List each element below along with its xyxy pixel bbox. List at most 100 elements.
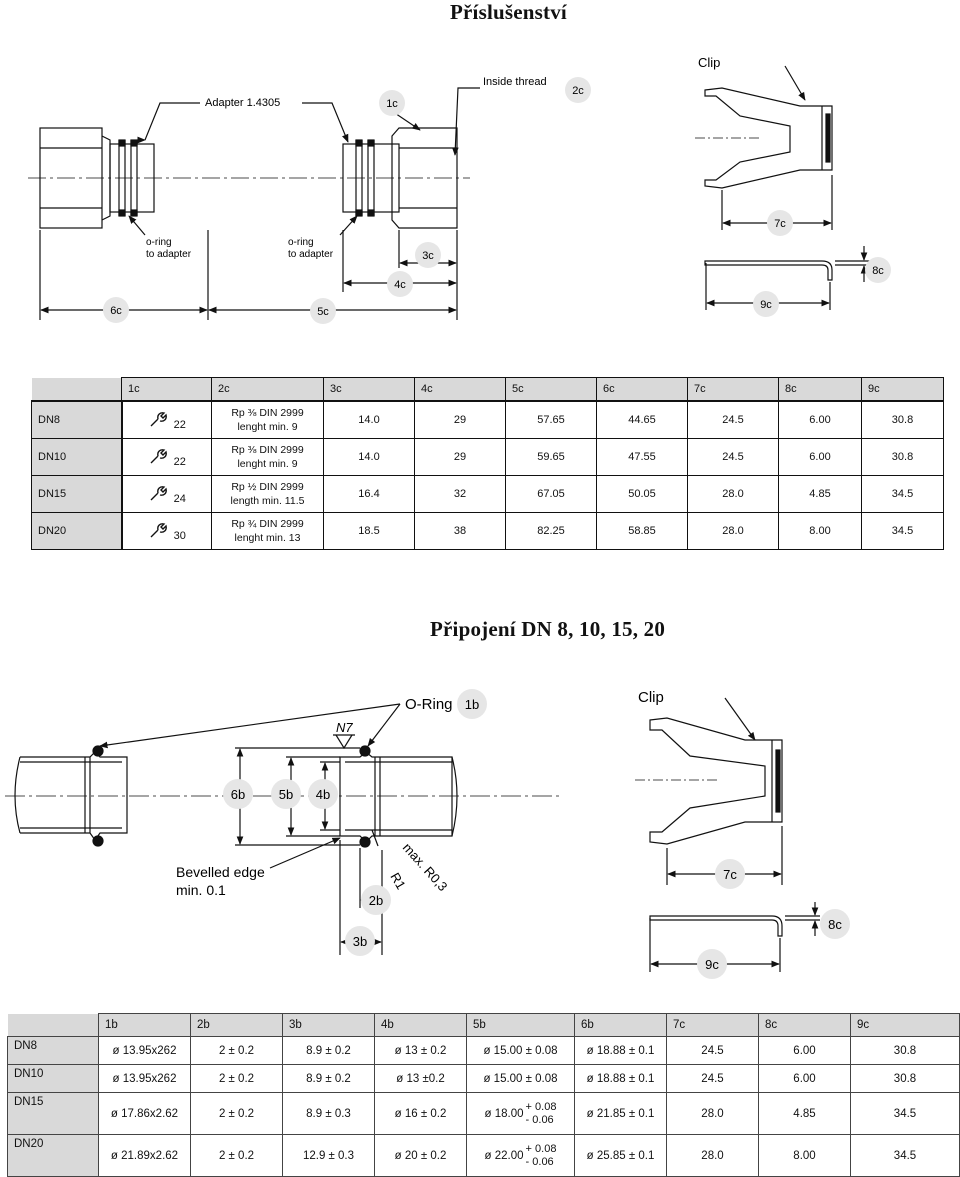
max-radius-label: max. R0,3 (400, 840, 451, 894)
cell-7c: 28.0 (687, 512, 779, 550)
header-4c: 4c (414, 377, 506, 402)
cell-5c: 82.25 (505, 512, 597, 550)
cell-3c: 14.0 (323, 400, 415, 439)
tag-8c-b: 8c (828, 917, 842, 932)
tag-9c-b: 9c (705, 957, 719, 972)
clip-label-2: Clip (638, 689, 664, 706)
accessories-table: 1c 2c 3c 4c 5c 6c 7c 8c 9c DN8 22 Rp ⅜ D… (31, 377, 944, 550)
accessories-title: Příslušenství (450, 0, 567, 24)
cell-8c: 6.00 (778, 400, 862, 439)
tolerance-lower: - 0.06 (525, 1155, 554, 1168)
cell-8c: 6.00 (778, 438, 862, 476)
cell-5b: ø 15.00 ± 0.08 (466, 1036, 575, 1065)
tag-2c: 2c (572, 85, 584, 97)
cell-3c: 16.4 (323, 475, 415, 513)
connection-drawing: O-Ring Clip N7 Bevelled edge min. 0.1 ma… (5, 689, 850, 979)
cell-7c: 28.0 (666, 1134, 759, 1177)
tag-1b: 1b (465, 697, 479, 712)
table-row: DN15 ø 17.86x2.62 2 ± 0.2 8.9 ± 0.3 ø 16… (7, 1092, 960, 1135)
row-label: DN20 (7, 1134, 99, 1177)
tag-1c: 1c (386, 98, 398, 110)
open-wrench-icon (148, 447, 174, 468)
oring-label: O-Ring (405, 696, 453, 713)
row-label: DN20 (31, 512, 123, 550)
n7-label: N7 (336, 720, 353, 735)
oring-right-label-2: to adapter (288, 249, 334, 260)
cell-8c: 6.00 (758, 1036, 851, 1065)
cell-1b: ø 21.89x2.62 (98, 1134, 191, 1177)
cell-7c: 24.5 (687, 400, 779, 439)
cell-9c: 30.8 (850, 1064, 960, 1093)
open-wrench-icon (148, 484, 174, 505)
cell-7c: 24.5 (666, 1064, 759, 1093)
header-6c: 6c (596, 377, 688, 402)
cell-9c: 34.5 (850, 1134, 960, 1177)
cell-3c: 18.5 (323, 512, 415, 550)
oring-left-label-1: o-ring (146, 237, 172, 248)
connection-title: Připojení DN 8, 10, 15, 20 (430, 617, 666, 641)
oring-right-label-1: o-ring (288, 237, 314, 248)
cell-6c: 44.65 (596, 400, 688, 439)
cell-8c: 8.00 (758, 1134, 851, 1177)
cell-3c: 14.0 (323, 438, 415, 476)
table-row: DN20 ø 21.89x2.62 2 ± 0.2 12.9 ± 0.3 ø 2… (7, 1134, 960, 1177)
tag-6b: 6b (231, 787, 245, 802)
open-wrench-icon (148, 521, 174, 542)
cell-1c: 30 (121, 512, 212, 550)
cell-1c: 22 (121, 438, 212, 476)
header-5b: 5b (466, 1013, 575, 1037)
tag-4b: 4b (316, 787, 330, 802)
tolerance-lower: - 0.06 (525, 1113, 554, 1126)
cell-9c: 30.8 (861, 400, 944, 439)
tag-7c: 7c (774, 218, 786, 230)
cell-6c: 47.55 (596, 438, 688, 476)
tag-8c: 8c (872, 265, 884, 277)
table-header-row: 1b 2b 3b 4b 5b 6b 7c 8c 9c (7, 1013, 960, 1037)
tag-3c: 3c (422, 250, 434, 262)
cell-4b: ø 13 ± 0.2 (374, 1036, 467, 1065)
tag-5c: 5c (317, 306, 329, 318)
row-label: DN10 (31, 438, 123, 476)
table-row: DN8 ø 13.95x262 2 ± 0.2 8.9 ± 0.2 ø 13 ±… (7, 1036, 960, 1065)
cell-2b: 2 ± 0.2 (190, 1092, 283, 1135)
cell-9c: 30.8 (861, 438, 944, 476)
header-4b: 4b (374, 1013, 467, 1037)
bevelled-edge-label-2: min. 0.1 (176, 882, 226, 898)
cell-3b: 8.9 ± 0.3 (282, 1092, 375, 1135)
cell-3b: 8.9 ± 0.2 (282, 1036, 375, 1065)
header-2c: 2c (211, 377, 324, 402)
cell-7c: 24.5 (687, 438, 779, 476)
cell-3b: 8.9 ± 0.2 (282, 1064, 375, 1093)
cell-4c: 29 (414, 438, 506, 476)
cell-1b: ø 13.95x262 (98, 1064, 191, 1093)
header-7c: 7c (666, 1013, 759, 1037)
cell-5c: 57.65 (505, 400, 597, 439)
tag-3b: 3b (353, 934, 367, 949)
cell-6c: 50.05 (596, 475, 688, 513)
adapter-drawing: Adapter 1.4305 Inside thread Clip o-ring… (28, 55, 891, 324)
row-label: DN10 (7, 1064, 99, 1093)
row-label: DN8 (31, 400, 123, 439)
oring-left-label-2: to adapter (146, 249, 192, 260)
open-wrench-icon (148, 410, 174, 431)
cell-7c: 28.0 (666, 1092, 759, 1135)
corner-cell (7, 1013, 99, 1037)
row-label: DN15 (7, 1092, 99, 1135)
cell-4c: 32 (414, 475, 506, 513)
cell-2b: 2 ± 0.2 (190, 1064, 283, 1093)
clip-label: Clip (698, 55, 720, 70)
corner-cell (31, 377, 122, 402)
cell-7c: 28.0 (687, 475, 779, 513)
bevelled-edge-label-1: Bevelled edge (176, 864, 265, 880)
cell-8c: 4.85 (778, 475, 862, 513)
tolerance-upper: + 0.08 (525, 1100, 557, 1113)
row-label: DN8 (7, 1036, 99, 1065)
cell-1b: ø 17.86x2.62 (98, 1092, 191, 1135)
tag-6c: 6c (110, 305, 122, 317)
table-header-row: 1c 2c 3c 4c 5c 6c 7c 8c 9c (31, 377, 944, 402)
cell-1c: 24 (121, 475, 212, 513)
cell-5b: ø 18.00+ 0.08- 0.06 (466, 1092, 575, 1135)
